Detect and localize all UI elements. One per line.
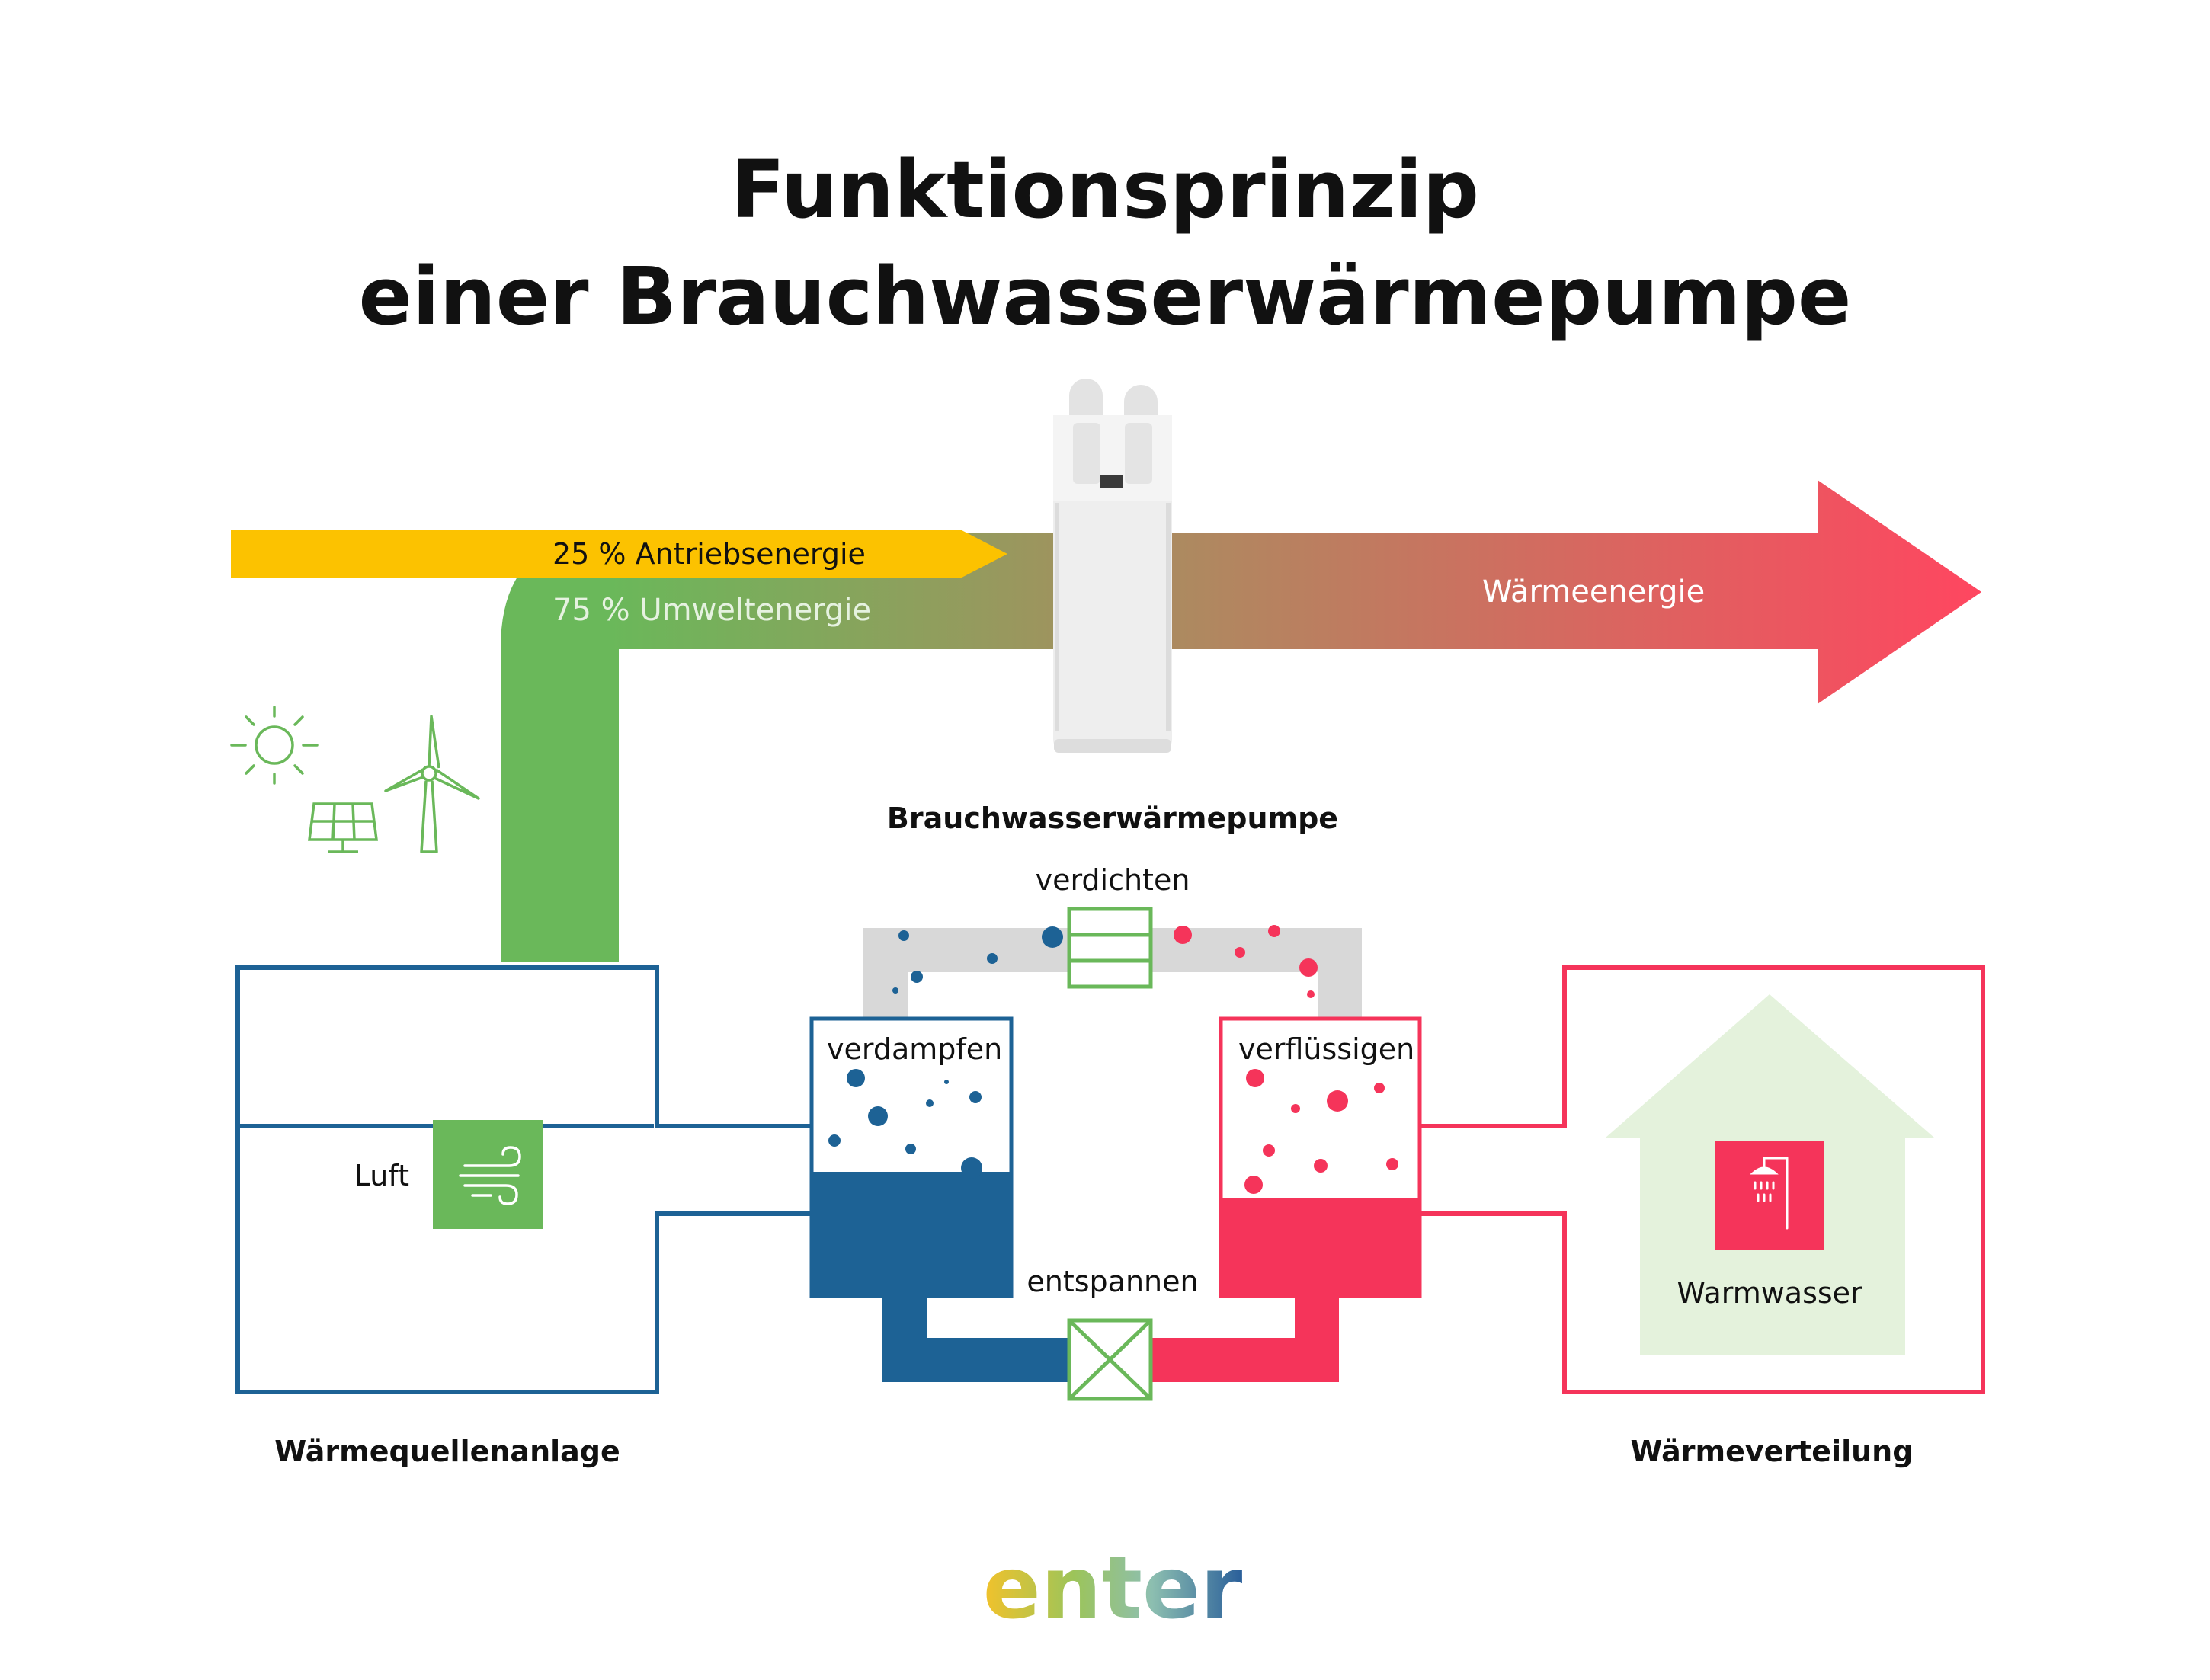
evaporator-tank xyxy=(809,1016,1014,1298)
heat-pump-display xyxy=(1100,475,1123,488)
drive-energy-arrow xyxy=(231,530,1007,578)
heat-source-medium-label: Luft xyxy=(354,1159,409,1192)
heat-energy-label: Wärmeenergie xyxy=(1482,574,1705,610)
ambient-energy-label: 75 % Umweltenergie xyxy=(552,593,871,628)
condense-label: verflüssigen xyxy=(1238,1032,1414,1066)
heat-source-label: Wärmequellenanlage xyxy=(274,1435,620,1468)
condenser-bubbles xyxy=(1244,1069,1398,1194)
heat-pump-unit xyxy=(1053,379,1172,753)
heat-distribution-label: Wärmeverteilung xyxy=(1631,1435,1914,1468)
expansion-pipe-hot xyxy=(1151,1290,1339,1382)
heat-energy-arrow xyxy=(610,480,1981,704)
solar-panel-icon xyxy=(308,802,378,853)
expand-label: entspannen xyxy=(1027,1265,1198,1298)
evaporator-bubbles xyxy=(828,1069,982,1179)
title-line-1: Funktionsprinzip xyxy=(731,143,1479,236)
expansion-pipe-cold xyxy=(882,1290,1069,1382)
title-line-2: einer Brauchwasserwärmepumpe xyxy=(359,250,1852,343)
heat-pump-label: Brauchwasserwärmepumpe xyxy=(887,802,1338,835)
condenser-tank xyxy=(1219,1016,1422,1298)
enter-logo: enter xyxy=(983,1539,1242,1638)
drive-energy-label: 25 % Antriebsenergie xyxy=(552,537,866,571)
heat-distribution-box xyxy=(1420,965,1985,1394)
heat-source-box-top xyxy=(235,965,813,1128)
condenser-liquid xyxy=(1221,1198,1420,1296)
evaporator-liquid xyxy=(812,1172,1011,1296)
compress-label: verdichten xyxy=(1036,863,1190,897)
wind-turbine-icon xyxy=(384,715,480,853)
vapor-bubbles-cold xyxy=(892,926,1063,994)
compressor-icon xyxy=(1067,907,1153,989)
vapor-bubbles-hot xyxy=(1174,925,1318,998)
heat-source-box xyxy=(235,1124,813,1394)
wind-icon xyxy=(459,1146,521,1205)
hot-water-label: Warmwasser xyxy=(1677,1276,1862,1310)
evaporate-label: verdampfen xyxy=(827,1032,1002,1066)
sun-icon xyxy=(230,706,319,785)
shower-icon xyxy=(1750,1157,1789,1230)
